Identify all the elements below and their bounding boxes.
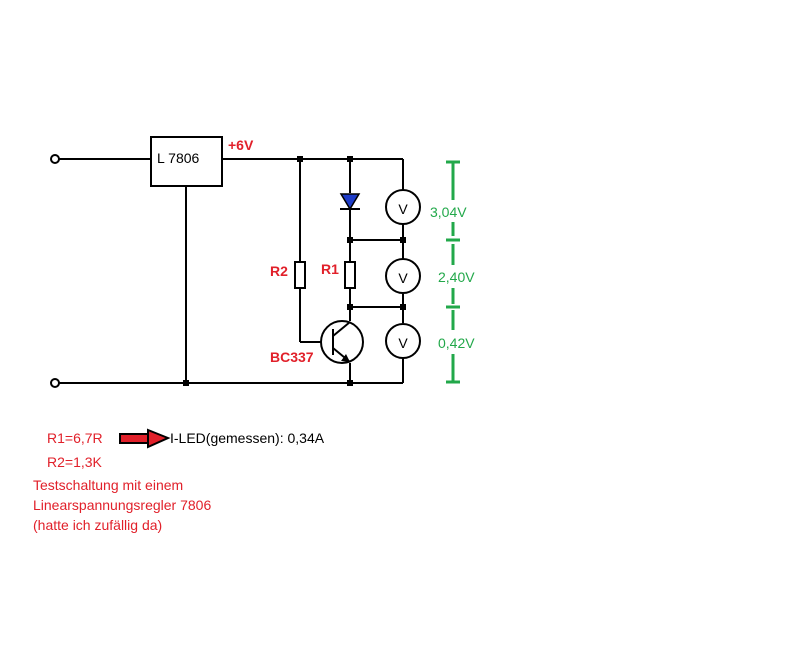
regulator-box bbox=[150, 136, 223, 187]
voltmeter-3-symbol: V bbox=[398, 335, 408, 351]
r2-value: R2=1,3K bbox=[47, 454, 103, 470]
r1-label: R1 bbox=[321, 261, 339, 277]
voltmeter-1: V bbox=[385, 189, 421, 225]
arrow-icon bbox=[119, 428, 171, 449]
regulator-label: L 7806 bbox=[157, 150, 200, 166]
junction-dots bbox=[183, 156, 406, 386]
voltmeter-1-symbol: V bbox=[398, 201, 408, 217]
voltmeter-3: V bbox=[385, 323, 421, 359]
led-current-result: I-LED(gemessen): 0,34A bbox=[170, 430, 325, 446]
transistor-label: BC337 bbox=[270, 349, 314, 365]
measurement-brackets bbox=[446, 160, 460, 384]
resistor-r1 bbox=[344, 261, 356, 289]
led-symbol bbox=[339, 193, 361, 211]
output-voltage-label: +6V bbox=[228, 137, 254, 153]
note-line-1: Testschaltung mit einem bbox=[33, 477, 183, 493]
r1-value: R1=6,7R bbox=[47, 430, 103, 446]
note-line-2: Linearspannungsregler 7806 bbox=[33, 497, 211, 513]
measurement-v2: 2,40V bbox=[438, 269, 475, 285]
voltmeter-2-symbol: V bbox=[398, 270, 408, 286]
input-terminal-top bbox=[50, 154, 60, 164]
measurement-v1: 3,04V bbox=[430, 204, 467, 220]
resistor-r2 bbox=[294, 261, 306, 289]
note-line-3: (hatte ich zufällig da) bbox=[33, 517, 162, 533]
transistor-symbol bbox=[320, 320, 364, 364]
r2-label: R2 bbox=[270, 263, 288, 279]
measurement-v3: 0,42V bbox=[438, 335, 475, 351]
voltmeter-2: V bbox=[385, 258, 421, 294]
input-terminal-bottom bbox=[50, 378, 60, 388]
